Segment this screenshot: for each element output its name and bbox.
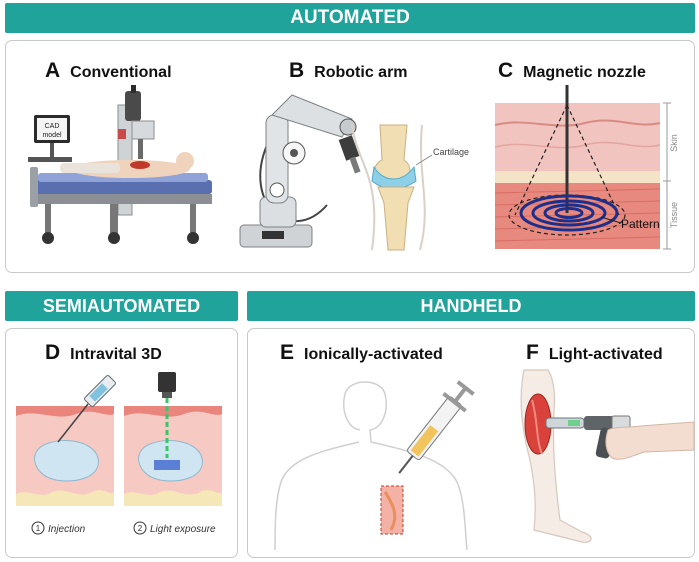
panel-b-name: Robotic arm <box>314 64 408 81</box>
panel-c-name: Magnetic nozzle <box>523 64 646 81</box>
step-1-number-circle <box>31 521 45 535</box>
panel-b-letter: B <box>289 59 305 82</box>
syringe-icon <box>57 375 116 443</box>
automated-banner-label: AUTOMATED <box>290 7 410 28</box>
magnetic-nozzle-illustration: Pattern Skin Tissue <box>494 85 679 250</box>
step-2: 2 Light exposure <box>133 521 216 535</box>
hospital-bed <box>32 180 212 194</box>
panel-a-title: A Conventional <box>45 59 172 83</box>
panel-f-name: Light-activated <box>548 346 663 363</box>
semiautomated-banner-label: SEMIAUTOMATED <box>42 295 201 316</box>
panel-c-title: C Magnetic nozzle <box>498 59 646 83</box>
step-2-number: 2 <box>138 524 143 533</box>
light-tissue-block <box>124 406 222 506</box>
handheld-banner: HANDHELD <box>247 291 695 321</box>
pattern-callout: Pattern <box>621 217 660 231</box>
panel-d-name: Intravital 3D <box>70 346 162 363</box>
automated-banner: AUTOMATED <box>5 3 695 33</box>
tissue-side-label: Tissue <box>669 202 679 228</box>
step-2-number-circle <box>133 521 147 535</box>
panel-d-letter: D <box>45 341 61 364</box>
ionically-activated-illustration <box>274 380 475 551</box>
cartilage <box>371 165 417 189</box>
conventional-printer-illustration: CAD model <box>28 85 212 244</box>
wound-area <box>380 485 404 535</box>
cartilage-callout: Cartilage <box>433 147 469 157</box>
femur-bone <box>374 124 411 181</box>
skin-layer <box>495 103 660 181</box>
step-1-number: 1 <box>36 524 41 533</box>
intravital-illustration: 1 Injection 2 Light exposure <box>16 372 222 535</box>
panel-f-title: F Light-activated <box>526 341 663 365</box>
semiautomated-banner: SEMIAUTOMATED <box>5 291 238 321</box>
panel-c-letter: C <box>498 59 514 82</box>
ionic-syringe-icon <box>398 380 475 474</box>
leg-outline <box>520 369 592 543</box>
panel-b-title: B Robotic arm <box>289 59 408 83</box>
panel-e-title: E Ionically-activated <box>280 341 443 365</box>
handheld-banner-label: HANDHELD <box>420 295 522 316</box>
panel-d-title: D Intravital 3D <box>45 341 162 365</box>
light-activated-illustration <box>520 369 695 543</box>
panel-a-name: Conventional <box>70 64 172 81</box>
tibia-bone <box>377 186 415 251</box>
step-2-label: Light exposure <box>150 524 216 535</box>
panel-e-name: Ionically-activated <box>304 346 443 363</box>
cad-model-line-1: CAD <box>45 123 60 130</box>
panel-e-letter: E <box>280 341 295 364</box>
skin-side-label: Skin <box>669 134 679 152</box>
panel-a-letter: A <box>45 59 61 82</box>
light-source-icon <box>158 372 176 458</box>
hand-and-arm <box>605 421 695 460</box>
injection-tissue-block <box>16 406 114 506</box>
robotic-arm-illustration: Cartilage <box>239 94 469 251</box>
human-back-outline <box>274 381 468 551</box>
step-1-label: Injection <box>48 524 86 535</box>
cad-model-line-2: model <box>42 132 62 139</box>
panel-f-letter: F <box>526 341 539 364</box>
printed-pattern <box>519 194 619 232</box>
step-1: 1 Injection <box>31 521 86 535</box>
